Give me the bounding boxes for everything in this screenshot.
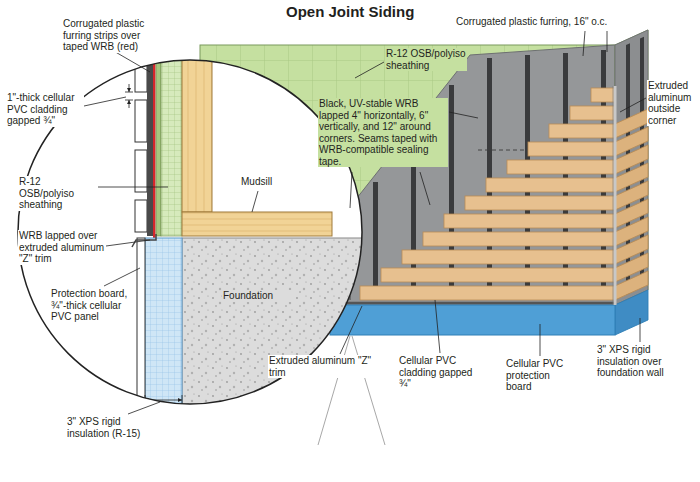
wall-side-face [615, 30, 648, 305]
callout-label: Protection board, ¾"-thick cellular PVC … [50, 288, 132, 323]
leader-line [98, 187, 168, 188]
wall-illustration [330, 305, 615, 335]
leader-line [104, 268, 140, 286]
callout-label: 3" XPS rigid insulation over foundation … [596, 344, 696, 379]
furring-strip [373, 182, 378, 300]
section-detail [135, 50, 147, 232]
cladding-board [444, 214, 615, 228]
leader-line [252, 191, 258, 212]
section-detail [182, 40, 212, 212]
section-detail [135, 150, 147, 192]
leader-line [640, 318, 641, 342]
leader-line [84, 97, 126, 106]
cladding-board [381, 268, 615, 282]
callout-label: Mudsill [240, 176, 292, 188]
section-detail [147, 50, 153, 236]
callout-label: Cellular PVC cladding gapped ¾" [398, 355, 482, 390]
callout-label: WRB lapped over extruded aluminum "Z" tr… [18, 230, 106, 265]
cladding-board [486, 178, 615, 192]
wall-side-face [615, 109, 648, 300]
callout-label: Cellular PVC protection board [505, 358, 579, 393]
section-detail [127, 88, 131, 92]
leader-line [355, 62, 384, 78]
section-detail [127, 100, 131, 104]
leader-line [112, 50, 150, 72]
cladding-board [423, 232, 615, 246]
callout-label: 3" XPS rigid insulation (R-15) [66, 416, 154, 439]
section-detail [135, 100, 147, 142]
cladding-board [507, 160, 615, 174]
section-detail [182, 212, 332, 236]
wall-side-face [615, 290, 648, 335]
wall-illustration [318, 336, 385, 445]
section-detail [178, 398, 182, 402]
callout-label: Corrugated plastic furring, 16" o.c. [455, 16, 662, 28]
section-detail [161, 50, 182, 236]
wall-illustration [343, 302, 615, 305]
callout-label: Corrugated plastic furring strips over t… [62, 18, 156, 53]
section-detail [135, 50, 147, 92]
cladding-board [465, 196, 615, 210]
section-detail [182, 238, 382, 428]
leader-line [583, 31, 607, 56]
wall-illustration [613, 86, 614, 305]
leader-line [540, 324, 541, 356]
leader-line [435, 300, 440, 353]
section-detail [156, 50, 161, 236]
callout-label: R-12 OSB/polyiso sheathing [385, 48, 467, 71]
cladding-board [402, 250, 615, 264]
leader-line [340, 306, 362, 354]
callout-label: Extruded aluminum "Z" trim [268, 355, 382, 378]
cladding-board [570, 106, 615, 120]
leader-line [620, 98, 646, 112]
section-detail [125, 84, 133, 108]
leader-line [128, 402, 160, 414]
callout-label: 1"-thick cellular PVC cladding gapped ¾" [6, 92, 84, 127]
cladding-board [591, 88, 615, 102]
wall-side-face [615, 109, 648, 138]
cladding-board [360, 286, 615, 300]
wall-illustration [614, 86, 617, 305]
cladding-board [549, 124, 615, 138]
section-detail [137, 238, 145, 428]
section-detail [135, 200, 147, 232]
callout-label: Extruded aluminum outside corner [647, 80, 697, 126]
leader-line [84, 31, 646, 414]
callout-label: R-12 OSB/polyiso sheathing [18, 176, 98, 211]
callout-label: Black, UV-stable WRB lapped 4" horizonta… [318, 98, 448, 167]
wall-side-face [615, 30, 648, 305]
diagram-title: Open Joint Siding [286, 3, 414, 20]
section-detail [153, 50, 156, 242]
leader-line [106, 240, 150, 246]
callout-label: Foundation [222, 290, 294, 302]
wall-side-face [615, 30, 648, 335]
cladding-board [528, 142, 615, 156]
